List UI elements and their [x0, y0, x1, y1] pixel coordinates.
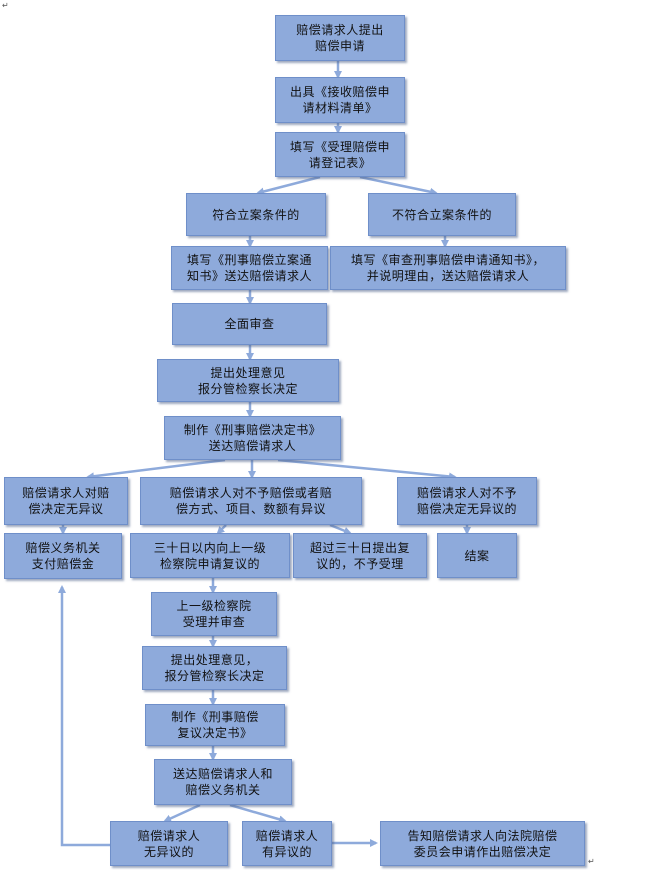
node-meets-filing-conditions: 符合立案条件的	[186, 193, 326, 236]
arrow-n8-n9c	[277, 458, 457, 481]
node-submit-claim: 赔偿请求人提出 赔偿申请	[275, 15, 405, 61]
node-issue-material-list: 出具《接收赔偿申 请材料清单》	[275, 77, 405, 123]
arrow-n3-n4a	[256, 175, 321, 196]
node-notify-court-committee: 告知赔偿请求人向法院赔偿 委员会申请作出赔偿决定	[380, 821, 585, 866]
arrow-n14-n15b	[229, 803, 287, 824]
node-serve-parties: 送达赔偿请求人和 赔偿义务机关	[154, 759, 292, 805]
arrow-n15a-n10a-return	[58, 585, 110, 847]
node-objection-to-amount: 赔偿请求人对不予赔偿或者赔 偿方式、项目、数额有异议	[140, 477, 362, 525]
node-apply-reconsideration-within-30-days: 三十日以内向上一级 检察院申请复议的	[130, 533, 290, 578]
paragraph-mark-bottom: ↵	[588, 857, 595, 866]
node-no-objection-to-denial: 赔偿请求人对不予 赔偿决定无异议的	[397, 477, 537, 525]
arrow-n3-n4b	[359, 175, 438, 196]
arrow-n14-n15a	[163, 803, 201, 823]
node-fill-filing-notice: 填写《刑事赔偿立案通 知书》送达赔偿请求人	[171, 246, 328, 290]
node-make-reconsideration-decision: 制作《刑事赔偿 复议决定书》	[145, 704, 285, 746]
node-fill-acceptance-register: 填写《受理赔偿申 请登记表》	[275, 132, 405, 177]
arrow-n8-n9a	[86, 458, 226, 481]
node-close-case: 结案	[437, 533, 517, 578]
node-propose-opinion-reconsideration: 提出处理意见， 报分管检察长决定	[142, 646, 287, 690]
node-claimant-has-objection: 赔偿请求人 有异议的	[242, 821, 332, 866]
node-higher-procuratorate-review: 上一级检察院 受理并审查	[151, 592, 277, 636]
arrow-n9b-n10c	[329, 523, 352, 535]
node-make-compensation-decision: 制作《刑事赔偿决定书》 送达赔偿请求人	[164, 416, 341, 460]
node-propose-opinion: 提出处理意见 报分管检察长决定	[157, 359, 339, 402]
node-fill-review-notice: 填写《审查刑事赔偿申请通知书》， 并说明理由，送达赔偿请求人	[330, 246, 566, 290]
node-no-objection-to-decision: 赔偿请求人对赔 偿决定无异议	[4, 477, 128, 525]
paragraph-mark-top: ↵	[2, 1, 9, 10]
arrow-n9b-n10b	[216, 524, 227, 535]
node-pay-compensation: 赔偿义务机关 支付赔偿金	[4, 533, 122, 579]
node-reconsideration-rejected: 超过三十日提出复 议的，不予受理	[293, 533, 427, 578]
node-claimant-no-objection: 赔偿请求人 无异议的	[110, 821, 228, 866]
node-not-meet-filing-conditions: 不符合立案条件的	[368, 193, 516, 236]
node-full-review: 全面审查	[172, 303, 327, 345]
